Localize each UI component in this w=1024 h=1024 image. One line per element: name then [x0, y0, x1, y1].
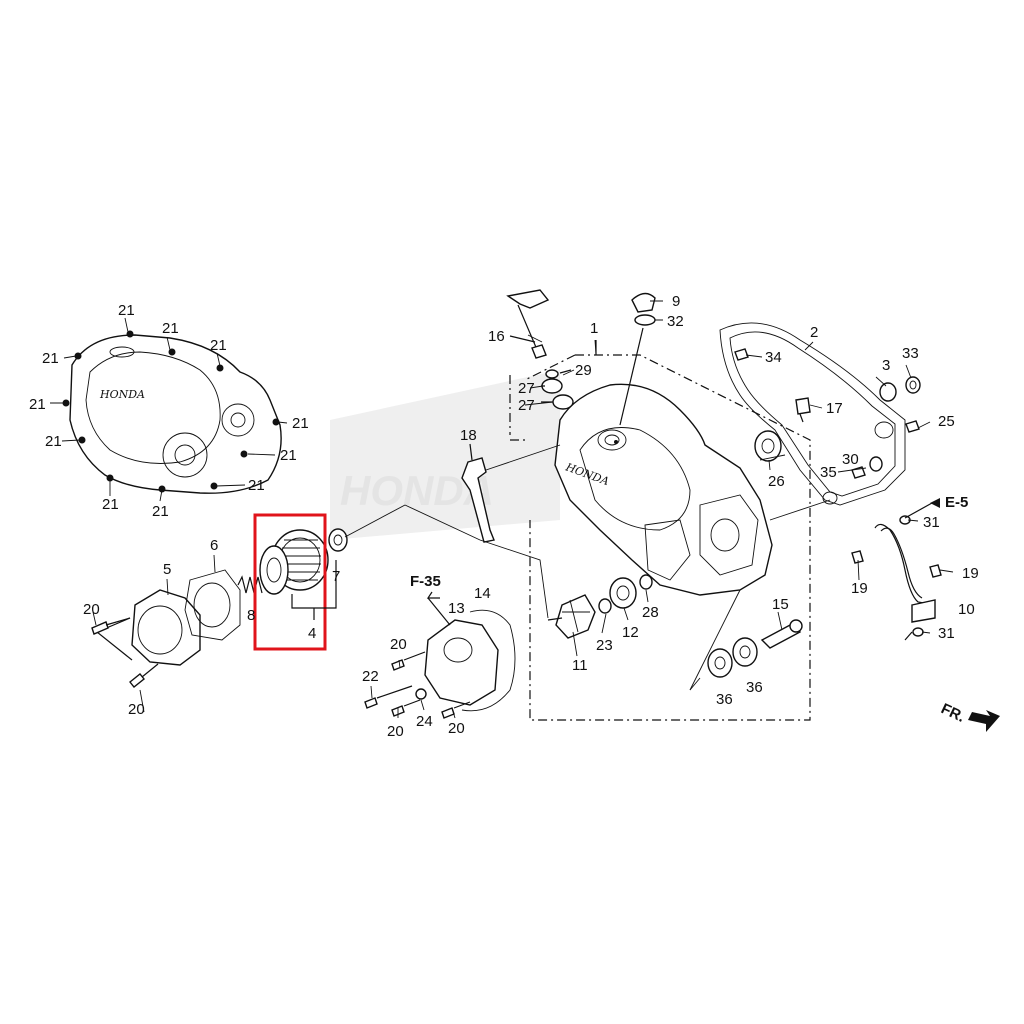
- callout: 21: [42, 350, 59, 367]
- callout: 26: [768, 473, 785, 490]
- callout: 21: [45, 433, 62, 450]
- assembly-outline: [404, 340, 831, 721]
- crankcase-gasket: [719, 322, 906, 506]
- seals-27-29: [541, 369, 574, 410]
- callout: 27: [518, 380, 535, 397]
- callout: 25: [938, 413, 955, 430]
- callout: 8: [247, 607, 255, 624]
- callout: 21: [29, 396, 46, 413]
- callout: 6: [210, 537, 218, 554]
- callout: 9: [672, 293, 680, 310]
- callout: 28: [642, 604, 659, 621]
- callout: 21: [152, 503, 169, 520]
- water-pump-impeller: [547, 574, 653, 639]
- callout: 4: [308, 625, 316, 642]
- shaft-15: [760, 619, 803, 649]
- callout: 35: [820, 464, 837, 481]
- highlight-box: [253, 513, 327, 651]
- callout: 3: [882, 357, 890, 374]
- callout: 14: [474, 585, 491, 602]
- callout: 20: [387, 723, 404, 740]
- callout: 2: [810, 324, 818, 341]
- oil-filter-gasket: [184, 569, 241, 641]
- callout: 30: [842, 451, 859, 468]
- water-pump-bolts: [364, 651, 471, 719]
- bolt-group-left: [91, 617, 159, 688]
- reference-label-f35: F-35: [410, 573, 441, 590]
- callout: 18: [460, 427, 477, 444]
- callout: 11: [572, 657, 588, 674]
- oil-filter-spring: [237, 575, 263, 594]
- callout: 13: [448, 600, 465, 617]
- callout: 21: [210, 337, 227, 354]
- front-direction-arrow: FR.: [938, 700, 1000, 732]
- callout: 19: [851, 580, 868, 597]
- callout: 24: [416, 713, 433, 730]
- callout: 21: [162, 320, 179, 337]
- callout: 29: [575, 362, 592, 379]
- e5-reference: [904, 498, 940, 519]
- callout: 7: [332, 568, 340, 585]
- reference-label-e5: E-5: [945, 494, 968, 511]
- water-pump-cover: [424, 591, 516, 712]
- callout: 19: [962, 565, 979, 582]
- oil-filter-element: [259, 529, 329, 595]
- sensor-17: [795, 397, 811, 423]
- leader-lines: [50, 300, 954, 719]
- bearings-26-36: [707, 430, 782, 678]
- right-crankcase-cover: HONDA: [554, 383, 773, 596]
- callout: 21: [292, 415, 309, 432]
- callout: 31: [938, 625, 955, 642]
- callout: 5: [163, 561, 171, 578]
- oil-pipe: [851, 515, 942, 641]
- callout: 12: [622, 624, 639, 641]
- callout: 1: [590, 320, 598, 337]
- callout: 27: [518, 397, 535, 414]
- direction-label: FR.: [938, 700, 967, 726]
- callout: 32: [667, 313, 684, 330]
- oil-filter-cover: [96, 589, 201, 666]
- callout: 20: [128, 701, 145, 718]
- callout: 33: [902, 345, 919, 362]
- callout: 22: [362, 668, 379, 685]
- callout: 23: [596, 637, 613, 654]
- callout: 31: [923, 514, 940, 531]
- callout: 20: [390, 636, 407, 653]
- callout: 20: [83, 601, 100, 618]
- callout: 34: [765, 349, 782, 366]
- callout: 36: [716, 691, 733, 708]
- callout: 21: [118, 302, 135, 319]
- callout: 16: [488, 328, 505, 345]
- background-watermark: HONDA: [330, 370, 560, 540]
- callout: 36: [746, 679, 763, 696]
- callout: 10: [958, 601, 975, 618]
- callout-labels: 1 2 3 4 5 6 7 8 9 10 11 12 13 14 15 16 1…: [29, 293, 979, 740]
- oil-filter-oring: [328, 528, 348, 552]
- outer-clutch-cover: HONDA: [62, 330, 282, 494]
- cover-logo-text: HONDA: [99, 388, 145, 401]
- breather-tube: [506, 289, 550, 359]
- callout: 21: [280, 447, 297, 464]
- callout: 21: [102, 496, 119, 513]
- callout: 15: [772, 596, 789, 613]
- breather-bracket: [461, 443, 495, 543]
- callout: 17: [826, 400, 843, 417]
- dowels-and-collars: [734, 348, 921, 479]
- callout: 21: [248, 477, 265, 494]
- callout: 20: [448, 720, 465, 737]
